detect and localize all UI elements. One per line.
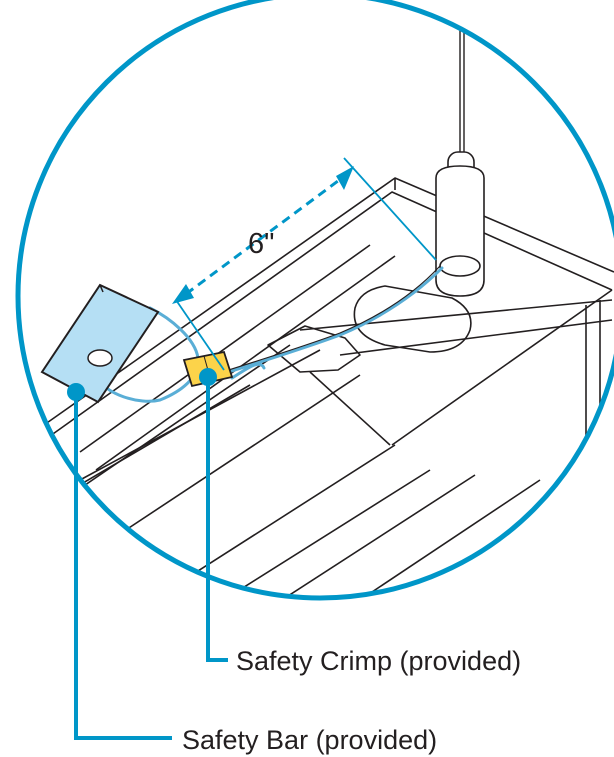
safety-bar [40,283,160,404]
safety-cable-return [230,362,266,380]
fixture-groove-3 [299,299,613,331]
gripper-base [439,255,481,277]
dimension-label: 6" [248,228,274,260]
callout-crimp-leader [206,377,228,662]
callout-crimp-label: Safety Crimp (provided) [236,646,521,676]
fixture-panel-7 [19,384,251,521]
dimension-arrow-right [336,166,354,190]
fixture-panel-8 [309,371,391,446]
dimension-extension-right [343,157,437,261]
fixture-panel-5 [219,474,476,598]
callout-bar-leader [74,392,172,740]
fixture-groove-4 [339,319,613,356]
fixture-opening-large [353,285,472,353]
dimension-arrow-left [172,284,194,304]
fixture-top-inner-edge [18,191,613,487]
fixture-opening-small [267,325,361,373]
fixture-panel-6 [299,479,541,598]
fixture-groove-1 [79,244,371,453]
safety-cable-outline [209,265,441,377]
fixture-panel-4 [159,469,431,598]
fixture-front-corner [391,289,613,446]
dimension-line [185,176,343,296]
dimension-extension-left [175,299,225,371]
callout-bar-label: Safety Bar (provided) [182,725,437,755]
dimension-6in: 6" [172,157,437,371]
safety-cable [208,266,444,380]
fixture-groove-2 [95,255,396,471]
callout-safety-crimp: Safety Crimp (provided) [199,368,521,676]
fixture-panel-3 [89,444,396,598]
callout-safety-bar: Safety Bar (provided) [67,383,437,755]
detail-magnifier-circle [15,0,614,601]
